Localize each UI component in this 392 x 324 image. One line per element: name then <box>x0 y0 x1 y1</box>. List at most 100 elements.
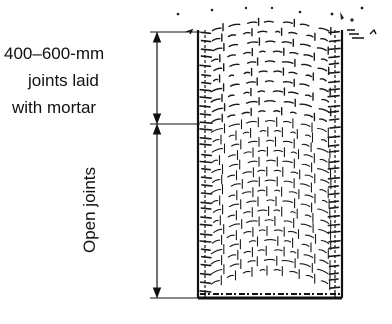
wall-edge-brick <box>200 248 211 251</box>
brick-joint <box>318 249 327 254</box>
brick-joint <box>320 37 328 42</box>
brick-joint <box>273 149 283 153</box>
brick-joint <box>257 30 268 33</box>
brick-course <box>211 17 332 36</box>
brick-joint <box>211 168 222 174</box>
brick-joint <box>246 81 256 84</box>
brick-joint <box>243 230 252 234</box>
wall-edge-brick <box>199 272 212 276</box>
brick-joint <box>305 134 312 138</box>
brick-joint <box>211 107 224 113</box>
brick-joint <box>274 189 281 192</box>
wall-edge-brick <box>327 47 341 51</box>
brick-joint <box>226 234 235 239</box>
brick-joint <box>258 229 266 232</box>
wall-edge-brick <box>199 64 212 68</box>
brick-joint <box>273 209 281 212</box>
brick-joint <box>301 163 311 167</box>
brick-joint <box>316 148 329 153</box>
brick-joint <box>282 81 293 84</box>
brick-joint <box>317 208 329 214</box>
brick-joint <box>301 143 310 147</box>
wall-edge-brick <box>328 240 341 243</box>
brick-course <box>212 37 329 55</box>
brick-joint <box>226 274 235 279</box>
wall-edge-brick <box>328 30 340 34</box>
brick-joint <box>321 98 330 103</box>
brick-joint <box>243 250 251 254</box>
open-zone-bottom-arrow <box>152 287 162 299</box>
brick-joint <box>211 27 222 32</box>
brick-joint <box>243 71 251 75</box>
brick-joint <box>211 37 221 42</box>
wall-edge-brick <box>201 81 212 85</box>
dimension-lines <box>150 31 200 299</box>
brick-joint <box>320 240 330 245</box>
brick-course <box>210 245 331 271</box>
mortar-zone-label-line-2: joints laid <box>28 71 99 90</box>
brick-joint <box>320 280 329 285</box>
brick-joint <box>211 199 219 204</box>
wall-edge-brick <box>199 290 212 293</box>
brick-joint <box>245 100 258 104</box>
wall-edge-brick <box>327 71 341 74</box>
brick-joint <box>272 50 283 53</box>
wall-edge-brick <box>327 135 341 139</box>
brick-joint <box>304 234 315 239</box>
brick-joint <box>211 239 221 244</box>
brick-course <box>212 67 327 83</box>
brick-joint <box>318 108 330 113</box>
open-zone-top-arrow <box>152 123 162 135</box>
wall-edge-brick <box>200 39 212 43</box>
brick-joint <box>306 34 314 38</box>
brick-joint <box>304 114 314 118</box>
mortar-zone-label-line-3: with mortar <box>12 98 97 117</box>
wall-edge-brick <box>329 126 341 129</box>
brick-joint <box>303 254 314 259</box>
brick-joint <box>290 171 299 175</box>
brick-joint <box>299 43 311 47</box>
brick-joint <box>273 130 281 133</box>
wall-edge-brick <box>328 144 340 147</box>
brick-joint <box>247 260 256 263</box>
brick-joint <box>281 41 292 44</box>
wall-edge-brick <box>328 39 341 43</box>
wall-edge-brick <box>328 80 341 84</box>
brick-joint <box>210 248 223 255</box>
brick-joint <box>212 47 223 52</box>
brick-joint <box>282 160 293 164</box>
brick-joint <box>242 131 250 135</box>
brick-joint <box>247 21 258 24</box>
wall-edge-brick <box>327 215 341 218</box>
brick-course <box>212 126 330 148</box>
brick-joint <box>258 70 268 73</box>
brick-joint <box>229 263 240 268</box>
wall-edge-brick <box>200 207 212 210</box>
brick-joint <box>299 83 310 87</box>
brick-joint <box>259 50 266 53</box>
brick-joint <box>300 123 311 127</box>
brick-joint <box>273 229 283 232</box>
wall-edge-brick <box>199 143 212 146</box>
brick-joint <box>301 243 310 247</box>
brick-course <box>211 97 332 117</box>
brick-joint <box>319 189 327 193</box>
wall-edge-brick <box>328 200 340 203</box>
brick-joint <box>288 191 298 194</box>
brick-course <box>211 136 331 159</box>
brick-joint <box>245 120 257 124</box>
brick-joint <box>210 127 224 133</box>
brick-joint <box>264 219 274 222</box>
wall-edge-brick <box>200 31 212 35</box>
brick-joint <box>264 239 277 241</box>
brick-course <box>210 235 329 260</box>
brick-joint <box>257 189 266 192</box>
brick-joint <box>257 209 268 212</box>
brick-joint <box>242 171 252 174</box>
wall-edge-brick <box>327 167 340 170</box>
brick-joint <box>227 174 236 178</box>
brick-course <box>211 166 332 190</box>
wall-edge-brick <box>327 177 341 180</box>
wall-edge-brick <box>328 264 340 268</box>
brick-joint <box>228 23 241 28</box>
